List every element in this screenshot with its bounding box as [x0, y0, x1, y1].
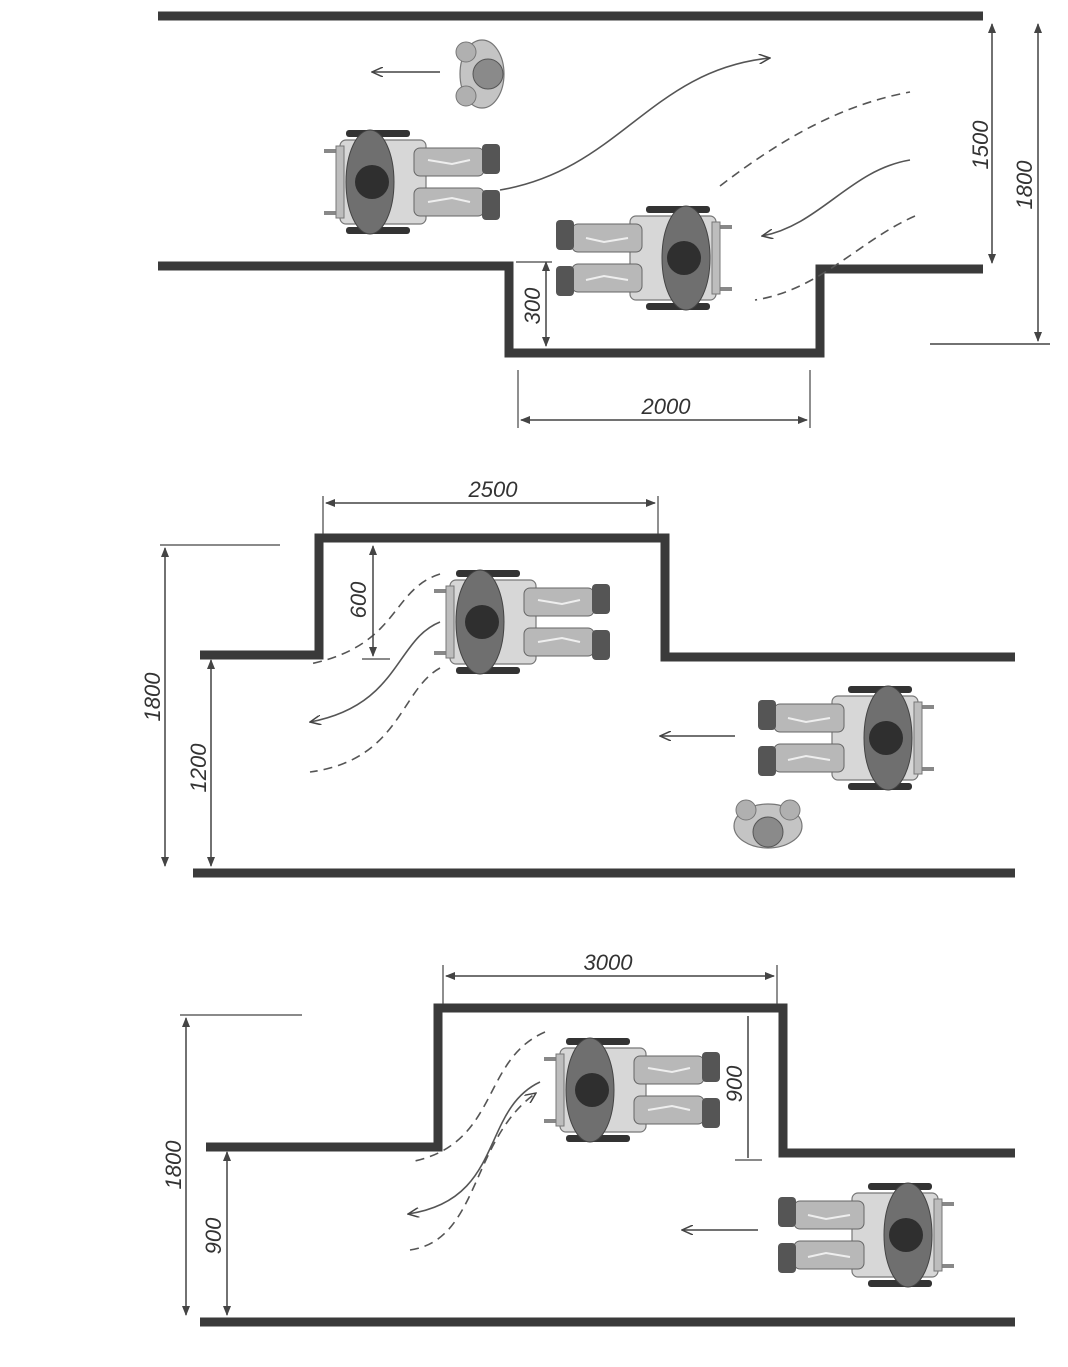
- dimension-label-recess-length: 2000: [641, 394, 692, 419]
- dimension-label-recess-depth: 900: [722, 1065, 747, 1102]
- corridor-wall-top-with-recess: [200, 533, 1015, 662]
- movement-path: [409, 1031, 546, 1163]
- movement-path: [408, 1081, 541, 1214]
- wheelchair-user-icon: [323, 129, 501, 235]
- movement-path: [754, 215, 916, 301]
- dimension-label-total-width: 1800: [1012, 160, 1037, 210]
- movement-path: [309, 667, 441, 773]
- wheelchair-user-icon: [555, 205, 733, 311]
- dimension-label-corridor-width: 900: [201, 1217, 226, 1254]
- wheelchair-user-icon: [433, 569, 611, 675]
- movement-path: [499, 58, 770, 191]
- dimension-label-recess-length: 2500: [468, 477, 519, 502]
- pedestrian-icon: [733, 799, 803, 849]
- dimension-label-total-width: 1800: [140, 672, 165, 722]
- panel-3: 3000 900 1800 900: [161, 950, 1015, 1327]
- dimension-label-recess-depth: 300: [520, 287, 545, 324]
- wheelchair-user-icon: [757, 685, 935, 791]
- wheelchair-user-icon: [543, 1037, 721, 1143]
- dimension-label-recess-depth: 600: [346, 581, 371, 618]
- wheelchair-user-icon: [777, 1182, 955, 1288]
- movement-path: [762, 159, 911, 236]
- pedestrian-icon: [455, 39, 505, 109]
- corridor-wall-bottom-with-recess: [158, 261, 983, 358]
- movement-path: [409, 1093, 536, 1251]
- movement-path: [719, 91, 911, 187]
- movement-path: [310, 621, 441, 722]
- panel-2: 2500 600 1800 1200: [140, 477, 1015, 878]
- dimension-label-recess-length: 3000: [584, 950, 634, 975]
- dimension-label-corridor-width: 1500: [968, 120, 993, 170]
- movement-path: [309, 573, 441, 665]
- dimension-label-corridor-width: 1200: [186, 743, 211, 793]
- panel-1: 1500 1800 300 2000: [158, 11, 1050, 428]
- corridor-wall-top-with-recess: [206, 1003, 1015, 1158]
- dimension-label-total-width: 1800: [161, 1140, 186, 1190]
